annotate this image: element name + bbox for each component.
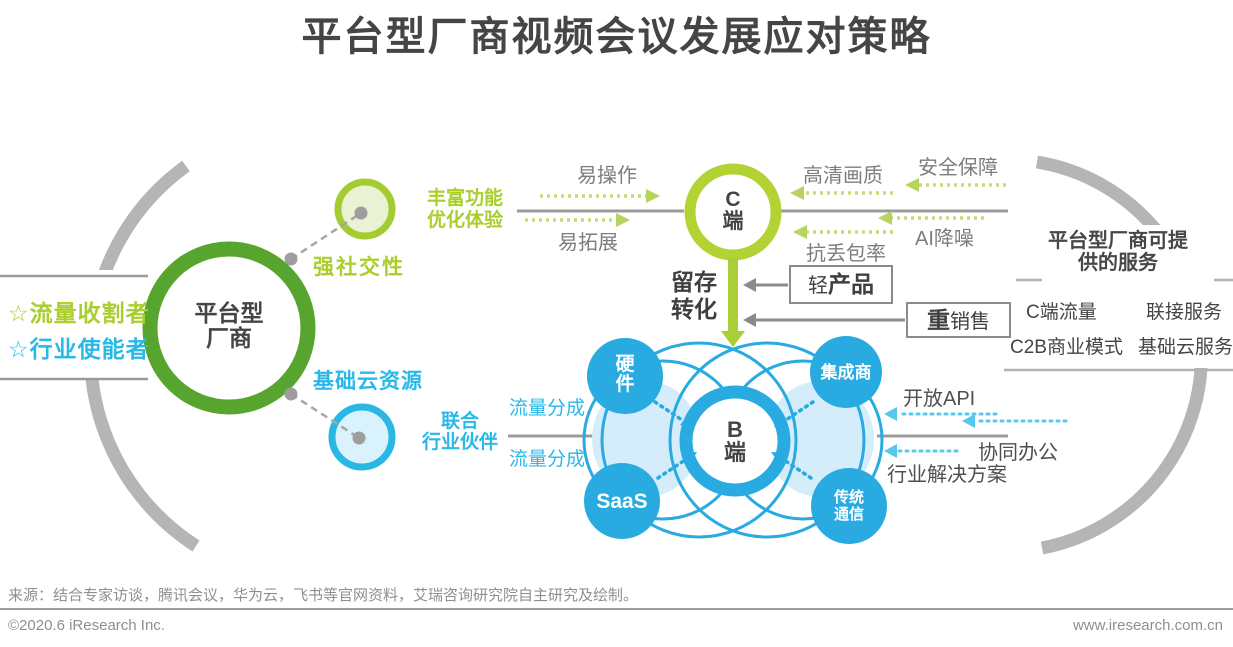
partner-line2: 行业伙伴 [421, 432, 498, 453]
heavy-sales-bold: 重 [927, 307, 950, 333]
integrator-node [810, 336, 882, 408]
flower-circle-inner-left [600, 341, 798, 539]
b-circle [679, 385, 791, 497]
services-title: 平台型厂商可提 供的服务 [1038, 230, 1198, 274]
page-title: 平台型厂商视频会议发展应对策略 [301, 15, 932, 59]
c-circle [684, 163, 782, 261]
retention-label: 留存 转化 [660, 269, 728, 323]
c-circle-label: C 端 [693, 189, 773, 233]
services-title-line2: 供的服务 [1078, 252, 1158, 274]
hardware-line2: 件 [615, 374, 635, 395]
telecom-line1: 传统 [833, 489, 864, 506]
hd-quality-label: 高清画质 [803, 165, 883, 187]
easy-expand-label: 易拓展 [558, 232, 618, 254]
collab-arrowhead [962, 414, 975, 428]
b-circle-label: B 端 [695, 418, 775, 464]
hardware-node-label: 硬 件 [595, 355, 655, 395]
ai-denoise-label: AI降噪 [915, 228, 974, 250]
retention-line1: 留存 [671, 269, 717, 295]
hardware-arrowhead [680, 413, 694, 427]
cloud-dashed-link [290, 392, 360, 440]
rich-features-line2: 优化体验 [426, 210, 503, 231]
footer-website: www.iresearch.com.cn [1072, 617, 1223, 634]
integrator-node-label: 集成商 [820, 363, 872, 382]
c-circle-line1: C [725, 188, 741, 211]
role-label-enabler: ☆行业使能者 [8, 336, 150, 362]
link-dot [354, 206, 368, 220]
b-circle-line2: 端 [723, 440, 746, 465]
social-label: 强社交性 [313, 256, 405, 279]
industry-solution-label: 行业解决方案 [887, 464, 1007, 486]
platform-circle-line1: 平台型 [194, 300, 264, 326]
service-item-cloud: 基础云服务 [1138, 337, 1233, 358]
open-api-arrowhead [884, 407, 897, 421]
link-dot [352, 431, 366, 445]
light-product-arrowhead [743, 278, 756, 292]
service-item-link: 联接服务 [1146, 302, 1223, 323]
integrator-arrowhead [774, 413, 788, 427]
ai-denoise-arrowhead [878, 211, 892, 225]
saas-arrow [656, 458, 687, 480]
heavy-sales-box-label: 重销售 [907, 307, 1010, 334]
light-product-box [789, 265, 893, 304]
retention-arrowhead [721, 331, 745, 347]
telecom-arrow [782, 458, 813, 480]
telecom-line2: 通信 [833, 506, 864, 523]
packet-loss-arrowhead [793, 225, 807, 239]
saas-node-label: SaaS [596, 490, 648, 513]
services-title-line1: 平台型厂商可提 [1048, 230, 1188, 252]
partner-label: 联合 行业伙伴 [416, 411, 504, 453]
hd-quality-arrowhead [790, 186, 804, 200]
packet-loss-label: 抗丢包率 [806, 243, 886, 265]
link-dot [284, 387, 298, 401]
footer-copyright: ©2020.6 iResearch Inc. [8, 617, 165, 634]
service-item-c-traffic: C端流量 [1026, 302, 1097, 323]
revenue-share-bottom-label: 流量分成 [509, 449, 586, 470]
easy-expand-arrowhead [616, 213, 630, 227]
easy-operate-label: 易操作 [577, 165, 637, 187]
service-item-c2b: C2B商业模式 [1010, 337, 1123, 358]
heavy-sales-box [906, 302, 1011, 338]
security-label: 安全保障 [918, 157, 998, 179]
hardware-line1: 硬 [615, 354, 635, 375]
role-label-traffic: ☆流量收割者 [8, 300, 150, 326]
collab-office-label: 协同办公 [978, 442, 1058, 464]
security-arrowhead [905, 178, 919, 192]
integrator-arrow [784, 400, 815, 422]
platform-circle-line2: 厂商 [206, 325, 252, 351]
hardware-arrow [653, 400, 684, 422]
light-product-box-label: 轻产品 [790, 271, 892, 298]
social-dashed-link [290, 211, 362, 261]
retention-line2: 转化 [671, 296, 717, 322]
footer-source: 来源：结合专家访谈，腾讯会议，华为云，飞书等官网资料，艾瑞咨询研究院自主研究及绘… [8, 587, 639, 604]
easy-operate-arrowhead [646, 189, 660, 203]
open-api-label: 开放API [903, 388, 976, 410]
flower-circle-inner-right [668, 341, 866, 539]
hardware-node [587, 338, 663, 414]
platform-circle [142, 241, 316, 415]
c-circle-line2: 端 [722, 210, 744, 233]
telecom-arrowhead [771, 452, 788, 464]
telecom-node-label: 传统 通信 [809, 489, 889, 523]
b-circle-line1: B [727, 417, 743, 442]
link-dot [284, 252, 298, 266]
rich-features-line1: 丰富功能 [426, 188, 503, 209]
saas-node [584, 463, 660, 539]
industry-solution-arrowhead [884, 444, 897, 458]
light-product-normal: 轻 [808, 275, 828, 297]
cloud-label: 基础云资源 [313, 370, 423, 393]
light-product-bold: 产品 [828, 271, 874, 297]
rich-features-label: 丰富功能 优化体验 [422, 188, 508, 232]
revenue-share-top-label: 流量分成 [509, 398, 586, 419]
heavy-sales-arrowhead [743, 313, 756, 327]
platform-circle-label: 平台型 厂商 [169, 301, 289, 351]
saas-arrowhead [683, 452, 697, 464]
right-band [1002, 225, 1233, 368]
telecom-node [811, 468, 887, 544]
heavy-sales-normal: 销售 [950, 311, 990, 333]
partner-line1: 联合 [440, 411, 479, 432]
